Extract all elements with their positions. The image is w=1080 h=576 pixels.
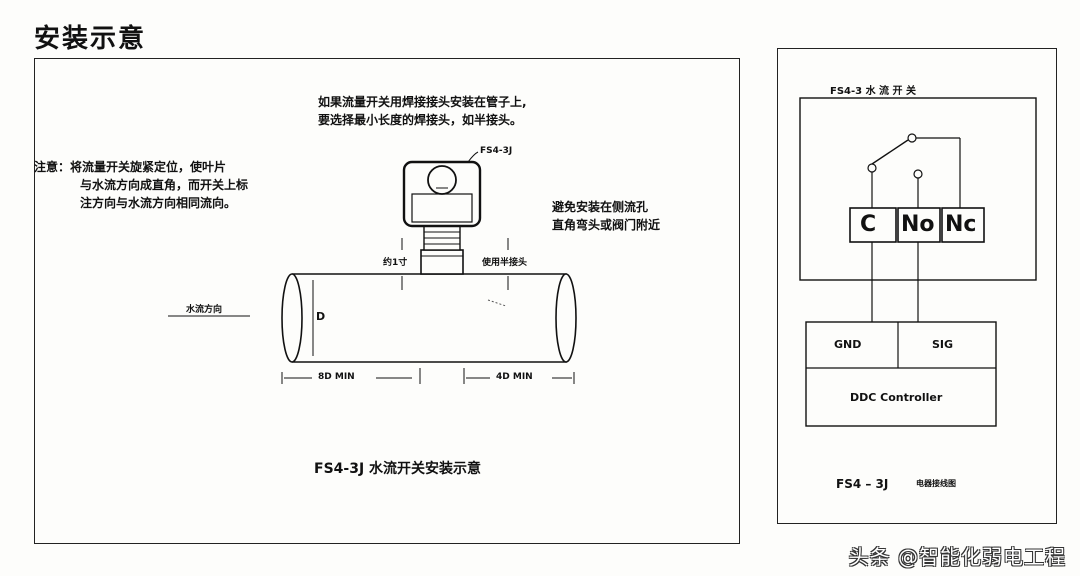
location-note-line2: 直角弯头或阀门附近 (552, 218, 661, 232)
weld-note-line2: 要选择最小长度的焊接头，如半接头。 (318, 113, 523, 127)
contact-nc (907, 133, 917, 143)
location-note-line1: 避免安装在侧流孔 (552, 200, 649, 214)
downstream-min-label: 4D MIN (496, 372, 533, 382)
terminal-no (897, 207, 941, 243)
watermark: 头条 @智能化弱电工程 (848, 545, 1066, 569)
terminal-nc (941, 207, 985, 243)
ddc-controller (805, 321, 997, 427)
gnd-label: GND (834, 338, 862, 351)
terminal-no-label: No (901, 212, 935, 237)
flow-direction-label: 水流方向 (186, 305, 223, 315)
orientation-note-line3: 注方向与水流方向相同流向。 (80, 196, 237, 210)
switch-cover-knob (427, 165, 457, 195)
pipe-left-end (281, 273, 303, 363)
upstream-min-label: 8D MIN (318, 372, 355, 382)
diameter-label: D (316, 310, 326, 323)
installation-panel (34, 58, 740, 544)
terminal-c-label: C (860, 212, 877, 237)
installation-caption: FS4-3J 水流开关安装示意 (314, 461, 482, 477)
half-coupling-label: 使用半接头 (482, 258, 528, 268)
wiring-caption-model: FS4 – 3J (836, 477, 889, 491)
about-one-inch-label: 约1寸 (383, 258, 408, 268)
switch-title: FS4-3 水 流 开 关 (830, 86, 917, 97)
contact-c (867, 163, 877, 173)
terminal-nc-label: Nc (945, 212, 977, 237)
wiring-panel (777, 48, 1057, 524)
page-title: 安装示意 (34, 24, 147, 54)
half-coupling (420, 249, 464, 275)
weld-note-line1: 如果流量开关用焊接接头安装在管子上, (318, 95, 527, 109)
orientation-note-line1: 注意：将流量开关旋紧定位，使叶片 (34, 160, 227, 174)
orientation-note-line2: 与水流方向成直角，而开关上标 (80, 178, 249, 192)
sig-label: SIG (932, 338, 954, 351)
wiring-caption-text: 电器接线图 (916, 479, 956, 488)
switch-arm (871, 139, 909, 165)
terminal-c (849, 207, 897, 243)
contact-no (913, 169, 923, 179)
controller-label: DDC Controller (850, 391, 943, 404)
pipe-right-end (555, 273, 577, 363)
device-label: FS4-3J (480, 146, 513, 156)
